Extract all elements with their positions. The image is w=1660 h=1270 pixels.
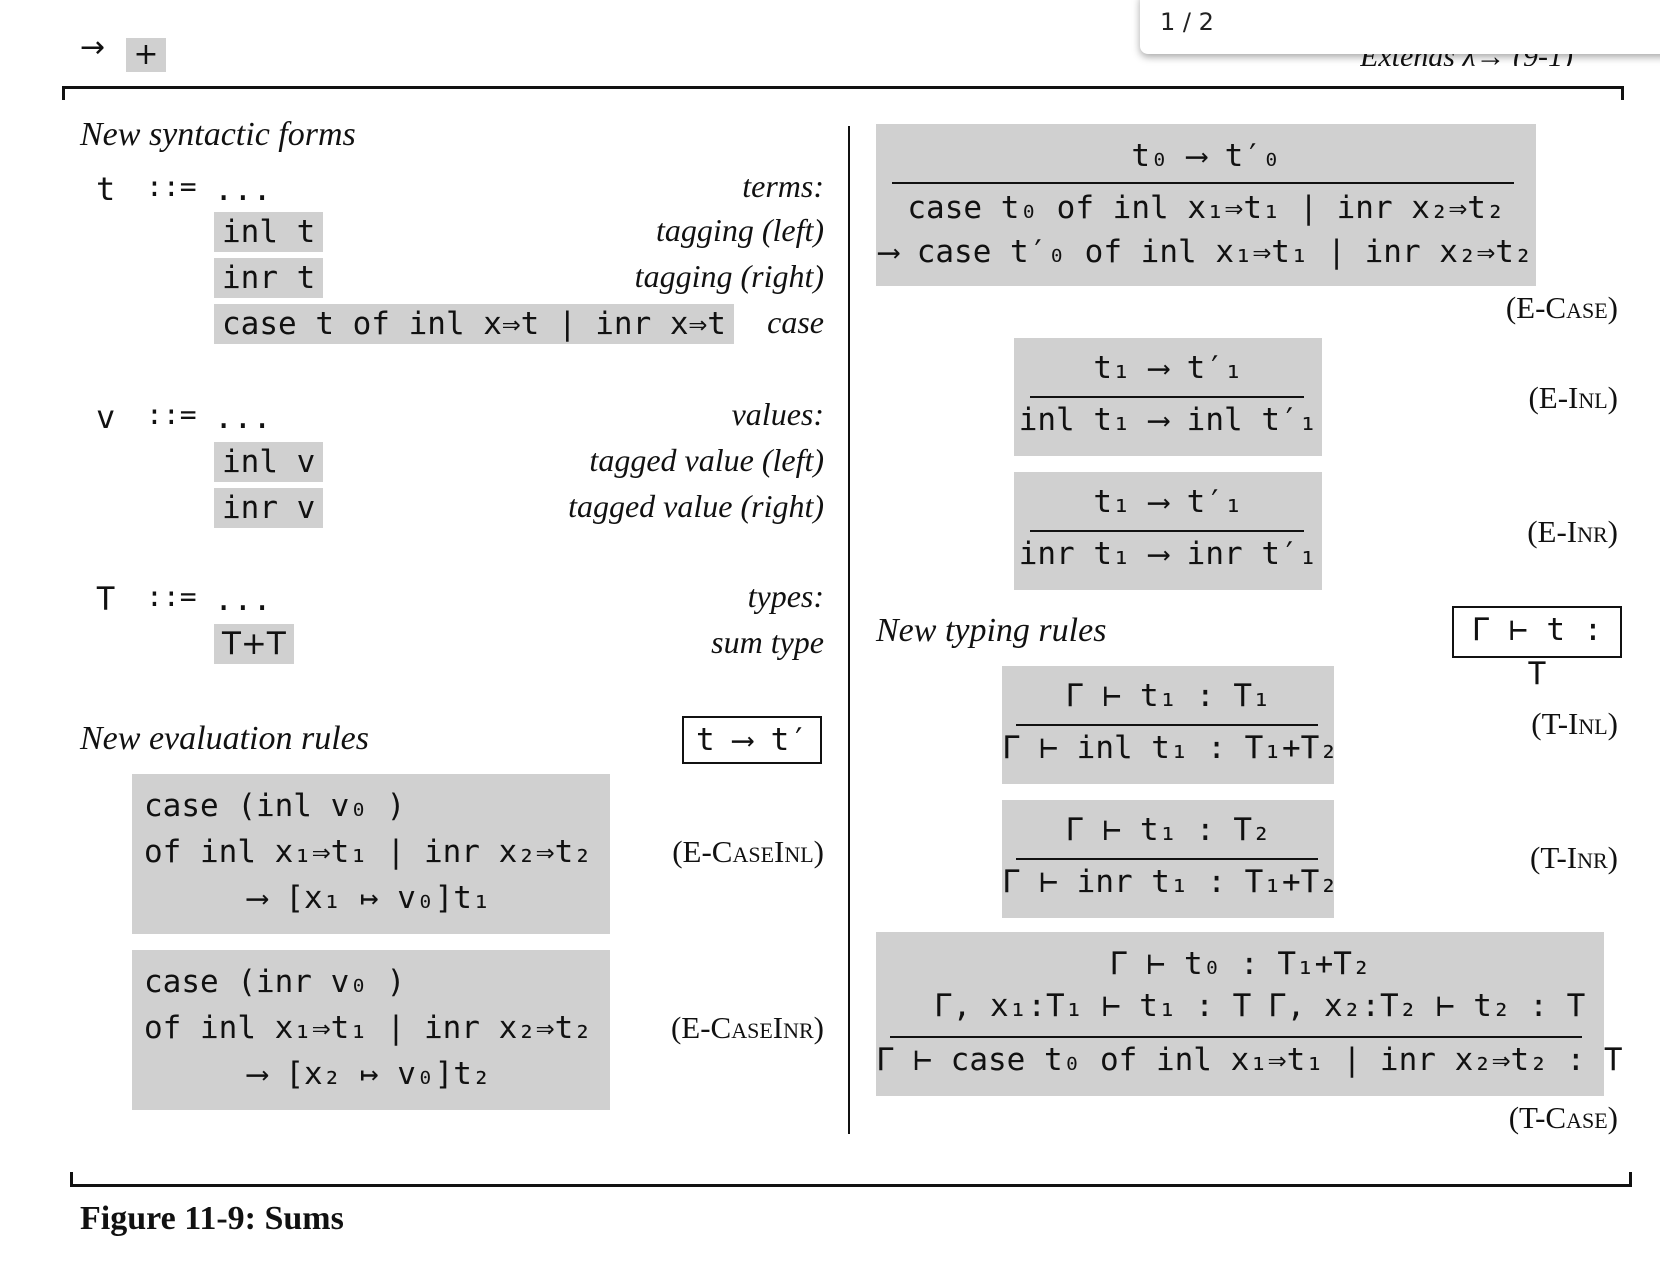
e-caseinr-line2: of inl x₁⇒t₁ | inr x₂⇒t₂ bbox=[144, 1010, 592, 1046]
rule-e-caseinr: case (inr v₀ ) of inl x₁⇒t₁ | inr x₂⇒t₂ … bbox=[132, 950, 610, 1110]
figure-top-right-tick bbox=[1621, 86, 1624, 100]
t-inr-premise: Γ ⊢ t₁ : T₂ bbox=[1065, 812, 1271, 848]
terms-desc: terms: bbox=[742, 168, 824, 204]
e-caseinr-line1: case (inr v₀ ) bbox=[144, 964, 406, 1000]
e-inl-name: (E-Inl) bbox=[1528, 380, 1618, 415]
syntax-heading: New syntactic forms bbox=[80, 116, 356, 153]
e-caseinl-line2: of inl x₁⇒t₁ | inr x₂⇒t₂ bbox=[144, 834, 592, 870]
values-symbol: v bbox=[96, 398, 116, 436]
figure-top-left-tick bbox=[62, 86, 65, 100]
values-dots: ... bbox=[214, 398, 272, 436]
values-desc: values: bbox=[731, 396, 824, 432]
page-indicator: 1 / 2 bbox=[1160, 8, 1214, 36]
form-case: case t of inl x⇒t | inr x⇒t bbox=[214, 304, 734, 344]
form-inr-t: inr t bbox=[214, 258, 324, 298]
signature-arrow: → bbox=[80, 30, 106, 65]
rule-e-inr: t₁ ⟶ t′₁ inr t₁ ⟶ inr t′₁ bbox=[1014, 472, 1322, 590]
desc-sum-type: sum type bbox=[711, 624, 824, 660]
t-case-bar bbox=[890, 1036, 1582, 1038]
e-caseinl-name: (E-CaseInl) bbox=[672, 834, 824, 869]
desc-tagging-right: tagging (right) bbox=[634, 258, 824, 294]
terms-symbol: t bbox=[96, 170, 116, 208]
t-case-premise2a: Γ, x₁:T₁ ⊢ t₁ : T bbox=[934, 988, 1252, 1024]
e-caseinr-line3: ⟶ [x₂ ↦ v₀]t₂ bbox=[248, 1056, 491, 1092]
t-inr-name: (T-Inr) bbox=[1530, 840, 1618, 875]
form-sum-type: T+T bbox=[214, 624, 294, 664]
e-case-conclusion1: case t₀ of inl x₁⇒t₁ | inr x₂⇒t₂ bbox=[907, 190, 1505, 226]
e-inr-bar bbox=[1030, 530, 1304, 532]
e-case-conclusion2: ⟶ case t′₀ of inl x₁⇒t₁ | inr x₂⇒t₂ bbox=[879, 234, 1533, 270]
rule-t-inr: Γ ⊢ t₁ : T₂ Γ ⊢ inr t₁ : T₁+T₂ bbox=[1002, 800, 1338, 918]
typing-heading: New typing rules bbox=[876, 612, 1107, 649]
e-inl-premise: t₁ ⟶ t′₁ bbox=[1093, 350, 1243, 386]
column-divider bbox=[848, 126, 850, 1134]
page-indicator-popup: 1 / 2 bbox=[1140, 0, 1660, 54]
e-case-premise: t₀ ⟶ t′₀ bbox=[1131, 138, 1281, 174]
figure-bottom-left-tick bbox=[70, 1172, 73, 1186]
desc-tagged-left: tagged value (left) bbox=[589, 442, 824, 478]
t-case-premise2b: Γ, x₂:T₂ ⊢ t₂ : T bbox=[1268, 988, 1586, 1024]
desc-tagging-left: tagging (left) bbox=[656, 212, 824, 248]
types-desc: types: bbox=[747, 578, 824, 614]
e-inr-conclusion: inr t₁ ⟶ inr t′₁ bbox=[1018, 536, 1318, 572]
e-inl-bar bbox=[1030, 396, 1304, 398]
t-inr-bar bbox=[1016, 858, 1318, 860]
terms-dots: ... bbox=[214, 170, 272, 208]
t-case-premise1: Γ ⊢ t₀ : T₁+T₂ bbox=[1109, 946, 1371, 982]
desc-tagged-right: tagged value (right) bbox=[568, 488, 824, 524]
typing-judgment-box: Γ ⊢ t : T bbox=[1452, 606, 1622, 692]
form-inl-v: inl v bbox=[214, 442, 324, 482]
e-case-name: (E-Case) bbox=[1505, 290, 1618, 325]
types-symbol: T bbox=[96, 580, 116, 618]
t-inl-conclusion: Γ ⊢ inl t₁ : T₁+T₂ bbox=[1002, 730, 1338, 766]
signature-plus: + bbox=[126, 38, 166, 72]
e-caseinl-line3: ⟶ [x₁ ↦ v₀]t₁ bbox=[248, 880, 491, 916]
t-case-name: (T-Case) bbox=[1508, 1100, 1618, 1135]
rule-e-case: t₀ ⟶ t′₀ case t₀ of inl x₁⇒t₁ | inr x₂⇒t… bbox=[876, 124, 1536, 286]
e-caseinl-line1: case (inl v₀ ) bbox=[144, 788, 406, 824]
t-case-conclusion: Γ ⊢ case t₀ of inl x₁⇒t₁ | inr x₂⇒t₂ : T bbox=[876, 1042, 1623, 1078]
rule-e-caseinl: case (inl v₀ ) of inl x₁⇒t₁ | inr x₂⇒t₂ … bbox=[132, 774, 610, 934]
e-inr-premise: t₁ ⟶ t′₁ bbox=[1093, 484, 1243, 520]
t-inl-bar bbox=[1016, 724, 1318, 726]
e-inl-conclusion: inl t₁ ⟶ inl t′₁ bbox=[1018, 402, 1318, 438]
rule-t-inl: Γ ⊢ t₁ : T₁ Γ ⊢ inl t₁ : T₁+T₂ bbox=[1002, 666, 1338, 784]
e-inr-name: (E-Inr) bbox=[1527, 514, 1618, 549]
values-def: ::= bbox=[146, 398, 197, 431]
evaluation-judgment-box: t ⟶ t′ bbox=[682, 716, 822, 764]
rule-t-case: Γ ⊢ t₀ : T₁+T₂ Γ, x₁:T₁ ⊢ t₁ : T Γ, x₂:T… bbox=[876, 932, 1623, 1096]
form-inr-v: inr v bbox=[214, 488, 324, 528]
t-inr-conclusion: Γ ⊢ inr t₁ : T₁+T₂ bbox=[1002, 864, 1338, 900]
terms-def: ::= bbox=[146, 170, 197, 203]
t-inl-name: (T-Inl) bbox=[1531, 706, 1618, 741]
types-def: ::= bbox=[146, 580, 197, 613]
form-inl-t: inl t bbox=[214, 212, 324, 252]
evaluation-heading: New evaluation rules bbox=[80, 720, 369, 757]
figure-caption: Figure 11-9: Sums bbox=[80, 1200, 344, 1237]
t-inl-premise: Γ ⊢ t₁ : T₁ bbox=[1065, 678, 1271, 714]
e-case-bar bbox=[892, 182, 1514, 184]
rule-e-inl: t₁ ⟶ t′₁ inl t₁ ⟶ inl t′₁ bbox=[1014, 338, 1322, 456]
e-caseinr-name: (E-CaseInr) bbox=[670, 1010, 824, 1045]
figure-top-rule bbox=[62, 86, 1624, 89]
figure-bottom-rule bbox=[70, 1184, 1632, 1187]
figure-bottom-right-tick bbox=[1629, 1172, 1632, 1186]
types-dots: ... bbox=[214, 580, 272, 618]
desc-case: case bbox=[767, 304, 824, 340]
